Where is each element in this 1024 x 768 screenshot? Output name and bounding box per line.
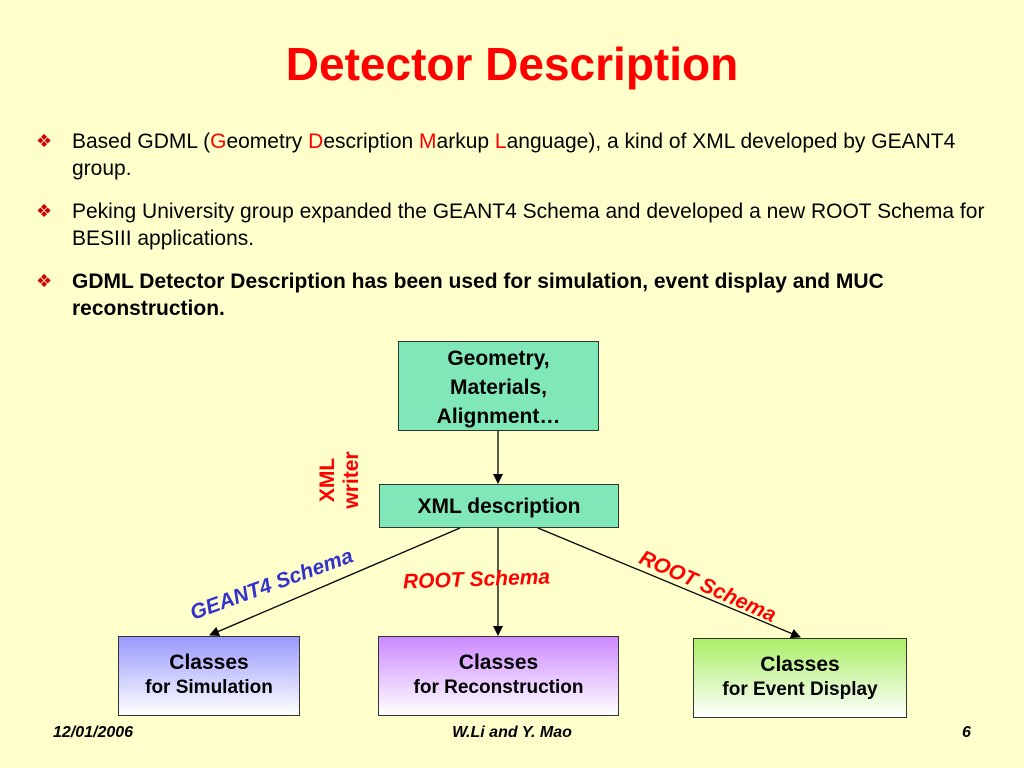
bullet-item-gdml: ❖ Based GDML (Geometry Description Marku… (36, 128, 1011, 182)
footer-author: W.Li and Y. Mao (452, 724, 572, 741)
source-box-geometry: Geometry, Materials, Alignment… (398, 341, 599, 431)
bullet-text-part: arkup (436, 130, 495, 153)
source-box-line: Geometry, (447, 347, 550, 370)
classes-simulation-box: Classes for Simulation (118, 636, 300, 716)
source-box-line: Materials, (450, 376, 547, 399)
class-box-subtitle: for Reconstruction (413, 677, 584, 698)
footer-page-number: 6 (962, 724, 971, 741)
bullet-highlight-letter: M (419, 130, 437, 153)
bullet-text-part: escription (323, 130, 420, 153)
bullet-text-part: eometry (226, 130, 309, 153)
root-schema-label-middle: ROOT Schema (402, 565, 551, 594)
bullet-list: ❖ Based GDML (Geometry Description Marku… (36, 128, 1011, 338)
bullet-highlight-letter: G (210, 130, 227, 153)
bullet-highlight-letter: L (494, 130, 507, 153)
xml-writer-label: XML writer (310, 432, 370, 508)
bullet-text: Peking University group expanded the GEA… (72, 200, 985, 250)
bullet-item-usage: ❖ GDML Detector Description has been use… (36, 268, 1011, 322)
class-box-title: Classes (760, 653, 840, 676)
classes-event-display-box: Classes for Event Display (693, 638, 907, 718)
diamond-bullet-icon: ❖ (36, 201, 53, 221)
bullet-text-part: Based GDML ( (72, 130, 211, 153)
class-box-subtitle: for Event Display (722, 679, 878, 700)
class-box-title: Classes (458, 651, 539, 674)
footer-date: 12/01/2006 (53, 724, 134, 741)
arrow-xml-to-simulation (209, 527, 461, 637)
class-box-title: Classes (169, 651, 249, 674)
diamond-bullet-icon: ❖ (36, 271, 53, 291)
xml-writer-line: XML (316, 457, 339, 503)
slide-title: Detector Description (285, 38, 739, 90)
classes-reconstruction-box: Classes for Reconstruction (378, 636, 619, 716)
class-box-subtitle: for Simulation (145, 677, 273, 698)
diamond-bullet-icon: ❖ (36, 131, 53, 151)
bullet-highlight-letter: D (308, 130, 324, 153)
xml-writer-line: writer (340, 451, 363, 509)
bullet-item-peking: ❖ Peking University group expanded the G… (36, 198, 1011, 252)
bullet-text-part: anguage), a kind of XML developed by GEA… (72, 130, 956, 180)
source-box-line: Alignment… (436, 405, 561, 428)
arrow-xml-to-event-display (537, 527, 801, 639)
bullet-text: GDML Detector Description has been used … (72, 270, 884, 320)
xml-description-box: XML description (379, 484, 619, 528)
